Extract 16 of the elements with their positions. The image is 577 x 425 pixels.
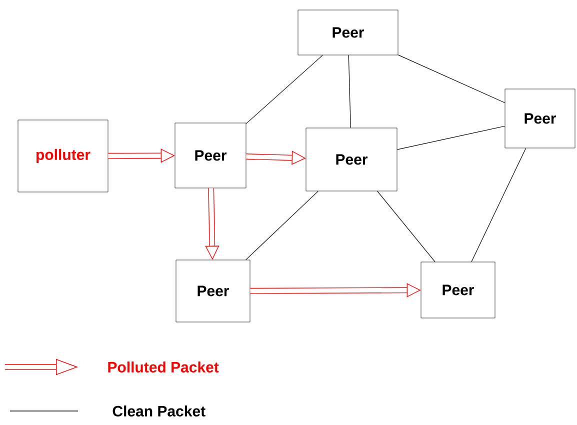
connection-line xyxy=(246,190,318,260)
connection-line xyxy=(471,148,526,262)
peer-box: Peer xyxy=(298,10,398,56)
connection-line xyxy=(377,190,436,262)
legend-label: Clean Packet xyxy=(112,406,206,416)
peer-box: Peer xyxy=(306,128,398,192)
connection-line xyxy=(396,126,506,150)
polluter-box: polluter xyxy=(18,120,108,192)
peer-box: Peer xyxy=(420,262,496,318)
legend-label: Polluted Packet xyxy=(108,362,219,372)
connection-line xyxy=(398,54,506,104)
peer-box: Peer xyxy=(174,122,246,188)
connection-line xyxy=(246,54,323,124)
peer-box: Peer xyxy=(176,260,250,322)
peer-box: Peer xyxy=(504,88,576,148)
connection-line xyxy=(348,54,351,128)
